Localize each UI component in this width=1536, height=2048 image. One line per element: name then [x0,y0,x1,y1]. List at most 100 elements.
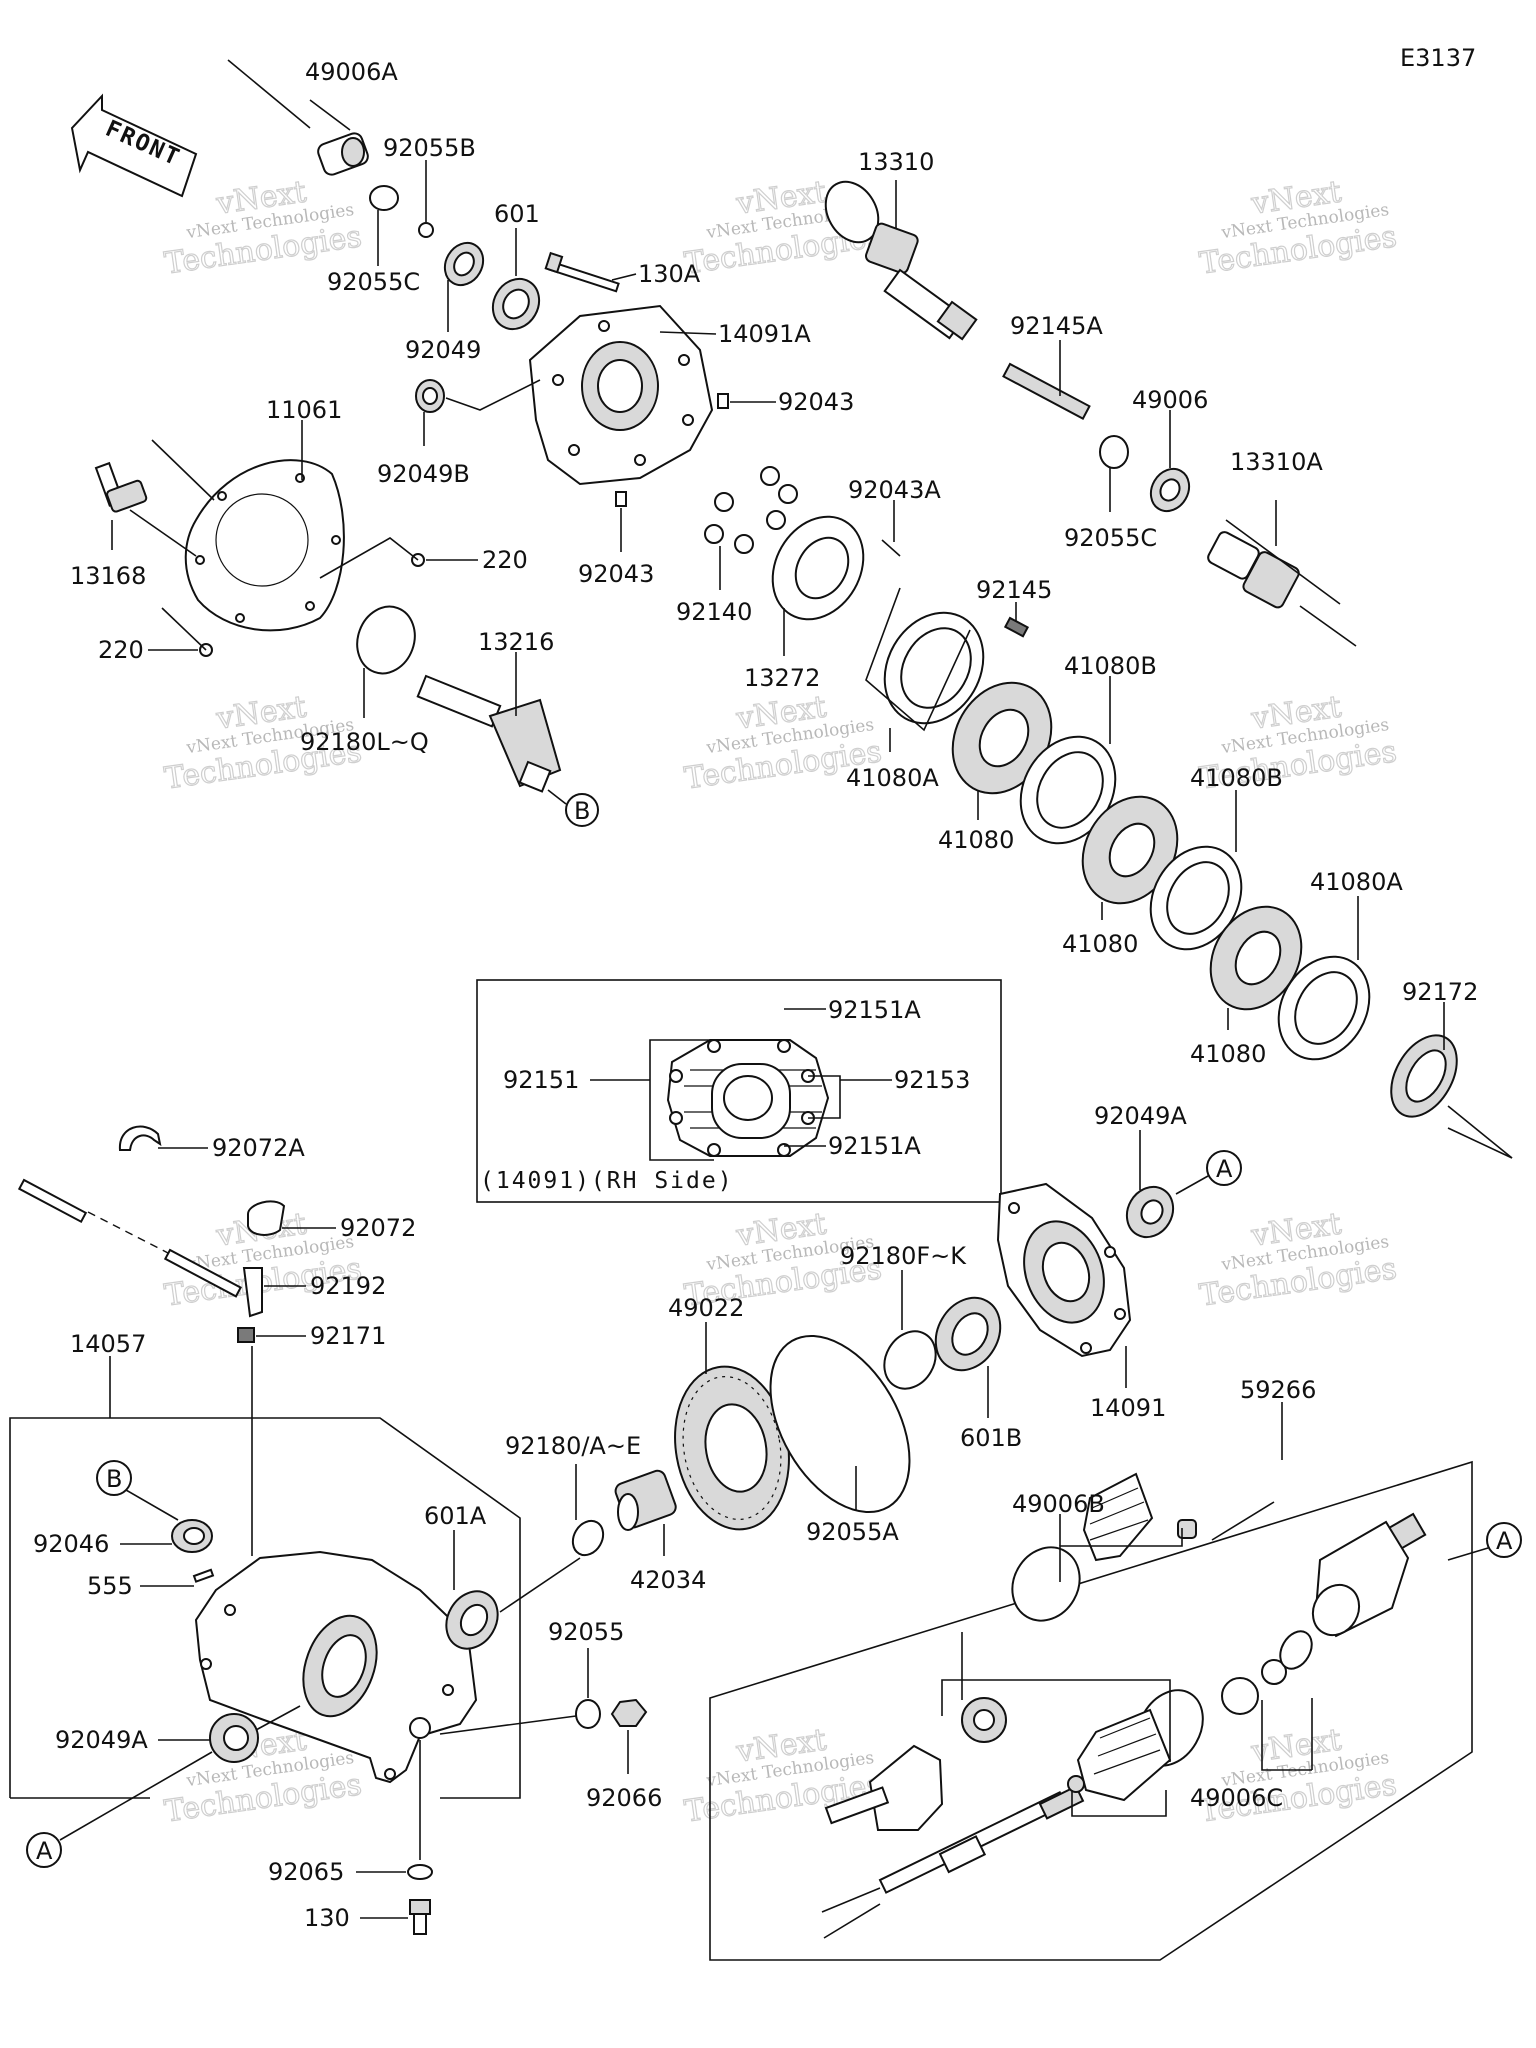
part-14091-cover[interactable] [996,1182,1132,1358]
callout-49022: 49022 [668,1294,744,1322]
part-41080-disc-3[interactable] [1193,890,1320,1026]
callout-41080B-2: 41080B [1190,764,1283,792]
callout-A-left: A [36,1837,53,1865]
callout-92145A: 92145A [1010,312,1103,340]
callout-92055C-r: 92055C [1064,524,1157,552]
part-13168-shaft[interactable] [94,461,148,513]
part-92180FK[interactable] [874,1322,946,1398]
part-601A-bearing[interactable] [436,1582,508,1658]
part-555-pin[interactable] [192,1568,215,1583]
part-41080B-plate-1[interactable] [1002,720,1134,861]
callout-41080-2: 41080 [1062,930,1138,958]
part-92043-b[interactable] [615,491,627,507]
callout-130: 130 [304,1904,350,1932]
part-92140-balls[interactable] [704,466,798,554]
watermark-12: vNext vNext Technologies Technologies [1197,1722,1400,1830]
assembly-59266-frame [709,1460,1473,1961]
part-49006B-ring[interactable] [1177,1519,1197,1539]
watermarks: vNext vNext Technologies Technologies vN… [162,174,1400,1830]
part-130A[interactable] [544,251,620,293]
part-92145[interactable] [1003,616,1030,638]
callout-92046: 92046 [33,1530,109,1558]
part-breather-hose[interactable] [17,1178,88,1224]
part-92049B[interactable] [415,379,445,413]
part-boot-2[interactable] [1082,1472,1154,1562]
callout-92043A: 92043A [848,476,941,504]
part-42034-sleeve[interactable] [613,1469,678,1531]
part-92055-washer[interactable] [575,1699,601,1729]
part-92192-fitting[interactable] [242,1267,263,1318]
part-92072-clip[interactable] [247,1200,286,1236]
part-92065-washer[interactable] [407,1864,433,1880]
part-11061-gasket[interactable] [184,459,345,632]
part-41080-disc-2[interactable] [1064,780,1196,921]
part-92145A-spring[interactable] [1002,362,1091,420]
part-tripod[interactable] [961,1697,1007,1743]
part-92049A-seal-top[interactable] [1118,1178,1182,1245]
part-13272-cam-plate[interactable] [755,500,882,636]
part-92180LQ[interactable] [348,598,424,681]
part-92171-clamp[interactable] [237,1327,255,1343]
part-13216-pinion[interactable] [416,674,562,793]
part-601[interactable] [484,270,548,337]
part-601B-bearing[interactable] [923,1286,1013,1382]
part-49006A[interactable] [227,59,370,177]
callout-92055: 92055 [548,1618,624,1646]
callout-14091: 14091 [1090,1394,1166,1422]
part-92180AE[interactable] [567,1515,609,1560]
callout-49006B: 49006B [1012,1490,1105,1518]
part-14091A-gear-case[interactable] [528,304,714,486]
watermark-2: vNext vNext Technologies Technologies [682,174,885,282]
part-14057-housing[interactable] [194,1550,478,1784]
callout-59266: 59266 [1240,1376,1316,1404]
callout-41080A-1: 41080A [846,764,939,792]
part-92072A-clip[interactable] [118,1125,162,1151]
part-92049A-seal-left[interactable] [209,1713,259,1763]
callout-92055A: 92055A [806,1518,899,1546]
part-92049[interactable] [437,236,490,292]
callout-A-top: A [1216,1155,1233,1183]
callout-92140: 92140 [676,598,752,626]
part-92046-bearing[interactable] [171,1519,213,1553]
callout-14091A: 14091A [718,320,811,348]
part-13310-yoke[interactable] [815,172,978,341]
part-49006[interactable] [1143,462,1196,518]
callout-42034: 42034 [630,1566,706,1594]
callout-92171: 92171 [310,1322,386,1350]
part-inner-ring[interactable] [1261,1659,1287,1685]
callout-92065: 92065 [268,1858,344,1886]
part-92055B[interactable] [418,222,434,238]
part-axle-shaft[interactable] [878,1785,1085,1894]
part-92055C-r[interactable] [1099,435,1129,469]
inset-caption: (14091)(RH Side) [480,1168,734,1194]
part-41080B-plate-2[interactable] [1133,830,1260,966]
part-inner-cv-joint[interactable] [824,1744,944,1831]
part-13310A-joint[interactable] [1206,530,1301,610]
callout-13168: 13168 [70,562,146,590]
front-arrow-icon: FRONT [70,93,198,198]
part-92066-nut[interactable] [610,1698,648,1727]
part-boot-band-2[interactable] [999,1535,1092,1633]
callout-92172: 92172 [1402,978,1478,1006]
part-92055A-oring[interactable] [742,1312,938,1536]
part-92172-seal[interactable] [1378,1024,1470,1128]
part-130-bolt[interactable] [409,1899,431,1935]
part-92043-a[interactable] [717,393,729,409]
part-49022-ring-gear[interactable] [663,1358,802,1539]
callout-49006C: 49006C [1190,1784,1283,1812]
part-outer-cv-joint[interactable] [1304,1512,1427,1644]
callout-92043-a: 92043 [778,388,854,416]
part-92055C-top[interactable] [369,185,399,211]
part-boot-1[interactable] [1076,1708,1172,1802]
part-92043A[interactable] [881,539,901,557]
callout-601A: 601A [424,1502,487,1530]
callout-13272: 13272 [744,664,820,692]
callout-92180FK: 92180F~K [840,1242,967,1270]
part-49006C-ring[interactable] [1067,1775,1085,1793]
callout-92151A-2: 92151A [828,1132,921,1160]
part-41080A-plate-2[interactable] [1261,940,1388,1076]
part-41080A-plate-1[interactable] [865,595,1003,741]
ref-B-top [565,793,599,827]
